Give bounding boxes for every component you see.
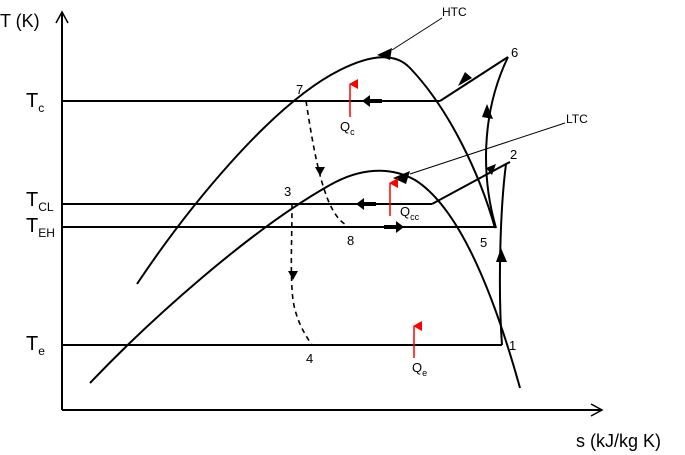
flow-arrow-2-segment [486, 164, 496, 175]
ltc-dome [89, 169, 521, 389]
x-axis-label: s (kJ/kg K) [576, 431, 661, 451]
point-label-6: 6 [511, 45, 518, 60]
flow-arrow-teh-tail [384, 225, 396, 229]
heat-label-qc: Qc [340, 119, 355, 137]
flow-arrow-5-6 [482, 104, 493, 119]
point-label-1: 1 [509, 338, 516, 353]
expansion-7-8 [305, 100, 349, 227]
expansion-3-4 [290, 203, 313, 346]
flow-arrow-tc-tail [370, 99, 382, 103]
flow-arrow-7-8 [315, 167, 325, 176]
segment-6-to-tc [439, 56, 509, 102]
flow-arrow-htc-top [377, 48, 392, 60]
htc-dome [136, 56, 496, 285]
flow-arrow-tcl-tail [364, 202, 376, 206]
level-label-tc: Tc [26, 90, 44, 115]
compression-5-6 [485, 56, 509, 229]
point-label-5: 5 [480, 235, 487, 250]
compression-1-2 [498, 161, 511, 346]
level-label-tcl: TCL [26, 189, 54, 214]
flow-arrow-ltc-top [393, 171, 410, 184]
flow-arrow-teh [396, 221, 404, 233]
point-label-8: 8 [347, 233, 354, 248]
point-label-4: 4 [306, 351, 313, 366]
level-label-te: Te [26, 333, 45, 358]
flow-arrow-3-4 [288, 271, 298, 280]
flow-arrow-6-segment [458, 72, 472, 86]
htc-leader [391, 17, 443, 51]
flow-arrow-1-2 [496, 248, 507, 262]
flow-arrow-tc [362, 95, 370, 107]
point-label-3: 3 [284, 184, 291, 199]
point-label-7: 7 [296, 82, 303, 97]
flow-arrows [288, 48, 507, 280]
segment-2-to-tcl [431, 163, 507, 205]
point-label-2: 2 [510, 147, 517, 162]
level-label-teh: TEH [26, 215, 55, 240]
heat-label-qe: Qe [412, 360, 427, 378]
flow-arrow-tcl [356, 198, 364, 210]
y-axis-label: T (K) [0, 11, 40, 31]
heat-label-qcc: Qcc [400, 204, 420, 222]
ltc-leader [409, 122, 566, 175]
dome-tag-ltc: LTC [566, 112, 588, 126]
dome-tag-htc: HTC [442, 5, 467, 19]
